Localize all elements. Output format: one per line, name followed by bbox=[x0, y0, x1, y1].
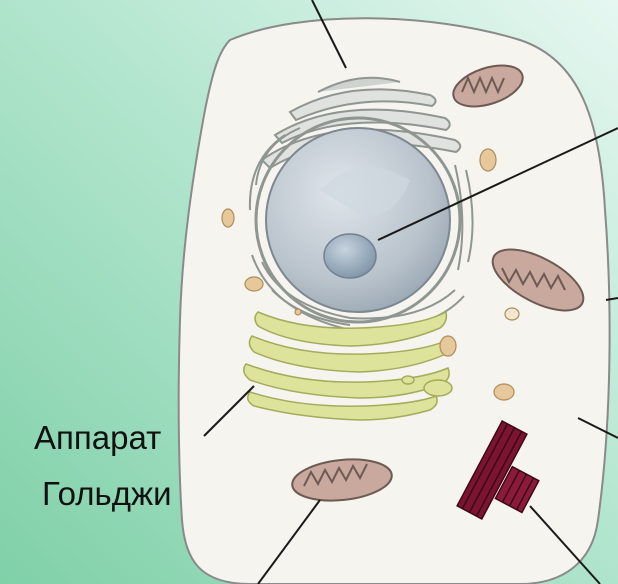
golgi-label-line1: Аппарат bbox=[34, 418, 161, 458]
golgi-label-line2: Гольджи bbox=[42, 474, 172, 514]
nucleus bbox=[256, 118, 460, 322]
nucleolus bbox=[324, 234, 376, 278]
